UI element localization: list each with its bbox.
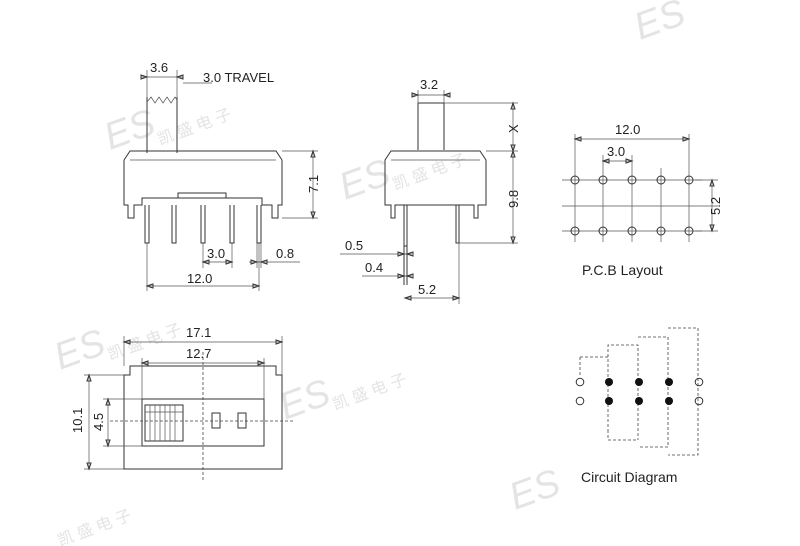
top-view: 17.1 12.7 10.1 4.5 [70, 325, 295, 480]
dim-actuator-width: 3.6 [150, 60, 168, 75]
watermark-logo: ES [99, 102, 161, 159]
circuit-terminal-closed [605, 397, 613, 405]
circuit-terminal-closed [665, 378, 673, 386]
circuit-diagram-label: Circuit Diagram [581, 469, 677, 485]
pcb-hole [570, 226, 580, 236]
pcb-hole [684, 175, 694, 185]
circuit-terminal-closed [635, 378, 643, 386]
dim-body-width: 5.2 [418, 282, 436, 297]
side-view: 3.6 3.0 TRAVEL 7.1 3.0 0.8 12.0 [123, 60, 321, 291]
dim-height: 7.1 [306, 175, 321, 193]
dim-slot-length: 12.7 [186, 346, 211, 361]
pcb-hole [598, 226, 608, 236]
pcb-hole [656, 175, 666, 185]
circuit-diagram: Circuit Diagram [575, 327, 704, 485]
pcb-hole [627, 175, 637, 185]
watermark-text: 凯 盛 电 子 [390, 150, 469, 193]
dim-pcb-row: 5.2 [708, 197, 723, 215]
dim-travel: 3.0 TRAVEL [203, 70, 274, 85]
watermark-logo: ES [629, 0, 691, 48]
circuit-terminal-closed [665, 397, 673, 405]
watermark-logo: ES [49, 322, 111, 379]
dim-slot-width: 4.5 [91, 413, 106, 431]
pcb-layout: 12.0 3.0 5.2 P.C.B Layout [562, 122, 723, 278]
circuit-terminal-open [694, 377, 704, 387]
circuit-terminal-open [575, 396, 585, 406]
dim-x: X [506, 124, 521, 133]
pcb-hole [598, 175, 608, 185]
watermark-text: 凯 盛 电 子 [155, 105, 234, 148]
pcb-holes [570, 175, 694, 236]
circuit-terminal-open [694, 396, 704, 406]
watermark-text: 凯 盛 电 子 [55, 506, 134, 546]
pcb-hole [656, 226, 666, 236]
dim-overall-length: 17.1 [186, 325, 211, 340]
pcb-hole [627, 226, 637, 236]
dim-pin-pitch: 3.0 [207, 246, 225, 261]
dim-end-height: 9.8 [506, 190, 521, 208]
dim-pin-span: 12.0 [187, 271, 212, 286]
end-view: 3.2 X 9.8 0.5 0.4 5.2 [340, 77, 521, 304]
watermark-logo: ES [504, 462, 566, 519]
dim-pcb-pitch: 3.0 [607, 144, 625, 159]
circuit-terminal-open [575, 377, 585, 387]
pcb-layout-label: P.C.B Layout [582, 262, 663, 278]
dim-end-actuator: 3.2 [420, 77, 438, 92]
pcb-hole [570, 175, 580, 185]
pcb-hole [684, 226, 694, 236]
dim-pin-width: 0.8 [276, 246, 294, 261]
watermark-logo: ES [334, 152, 396, 209]
dim-width: 10.1 [70, 408, 85, 433]
watermark-logo: ES [274, 372, 336, 429]
dim-pcb-span: 12.0 [615, 122, 640, 137]
watermark-text: 凯 盛 电 子 [330, 370, 409, 413]
circuit-terminal-closed [605, 378, 613, 386]
dim-tab-thickness: 0.5 [345, 238, 363, 253]
circuit-terminal-closed [635, 397, 643, 405]
dim-pin-thickness: 0.4 [365, 260, 383, 275]
